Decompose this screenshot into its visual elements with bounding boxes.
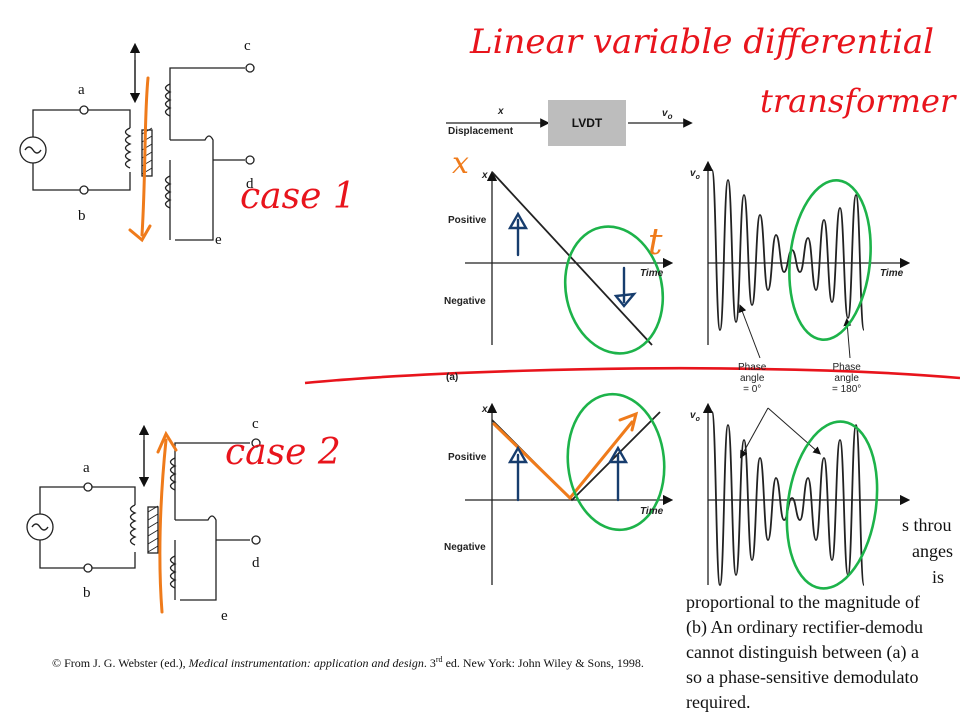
source-credit: © From J. G. Webster (ed.), Medical inst… <box>52 655 644 670</box>
plot4-y-label: vo <box>690 410 700 423</box>
output-waveform-a <box>711 169 865 331</box>
plot-output-a <box>702 160 911 345</box>
block-output-label: vo <box>662 108 673 121</box>
orange-core-arrows <box>128 76 639 614</box>
handwritten-title-line2: transformer <box>760 82 956 120</box>
plot3-negative: Negative <box>444 542 486 553</box>
displacement-line-a <box>491 171 653 346</box>
plot1-time: Time <box>640 268 664 279</box>
secondary-coil-upper <box>164 83 172 117</box>
plot3-y-label: x <box>482 404 488 415</box>
caption-line-5: (b) An ordinary rectifier-demodu <box>686 617 924 637</box>
green-highlight-circles <box>563 179 879 590</box>
terminal-d-top: d <box>246 176 254 192</box>
plot-displacement-a <box>465 170 674 346</box>
caption-line-1: s throu <box>902 515 952 535</box>
terminal-a-bottom: a <box>83 460 90 476</box>
handwritten-case2: case 2 <box>225 432 341 473</box>
plot2-y-label: vo <box>690 168 700 181</box>
plot1-positive: Positive <box>448 215 487 226</box>
caption-line-3: is <box>932 567 945 587</box>
terminal-e-top: e <box>215 232 222 248</box>
output-waveform-b <box>711 411 865 586</box>
plot3-time: Time <box>640 506 664 517</box>
caption-line-4: proportional to the magnitude of <box>686 592 920 612</box>
plot1-y-label: x <box>482 170 488 181</box>
handwritten-title-line1: Linear variable differential <box>470 22 935 62</box>
block-input-x: x <box>498 106 504 117</box>
terminal-d-bottom: d <box>252 555 260 571</box>
terminal-c-bottom: c <box>252 416 259 432</box>
terminal-b-bottom: b <box>83 585 91 601</box>
iron-core <box>141 129 153 177</box>
terminal-a-top: a <box>78 82 85 98</box>
red-divider-stroke <box>304 366 960 385</box>
blue-direction-arrows <box>507 211 637 502</box>
terminal-b-top: b <box>78 208 86 224</box>
primary-coil <box>124 127 132 169</box>
plot2-time: Time <box>880 268 904 279</box>
handwritten-t-mark: t <box>648 222 663 263</box>
phase-pointers-b <box>740 407 822 459</box>
part-a-label: (a) <box>446 372 459 383</box>
caption-line-6: cannot distinguish between (a) a <box>686 642 919 662</box>
caption-line-7: so a phase-sensitive demodulato <box>686 667 919 687</box>
phase-pointers-a <box>738 304 852 359</box>
terminal-e-bottom: e <box>221 608 228 624</box>
caption-line-8: required. <box>686 692 751 712</box>
plot3-positive: Positive <box>448 452 487 463</box>
caption-line-2: anges <box>912 541 953 561</box>
plot-output-b <box>702 402 911 586</box>
lvdt-box-label: LVDT <box>571 116 603 130</box>
lvdt-circuit-case2 <box>26 424 261 601</box>
handwritten-x-mark: x <box>452 146 469 181</box>
lvdt-circuit-case1 <box>19 42 255 241</box>
plot1-negative: Negative <box>444 296 486 307</box>
terminal-c-top: c <box>244 38 251 54</box>
handwritten-case1: case 1 <box>240 176 356 217</box>
block-input-label: Displacement <box>448 126 514 137</box>
lvdt-block-box: LVDT <box>548 100 626 146</box>
secondary-coil-lower <box>164 175 172 209</box>
